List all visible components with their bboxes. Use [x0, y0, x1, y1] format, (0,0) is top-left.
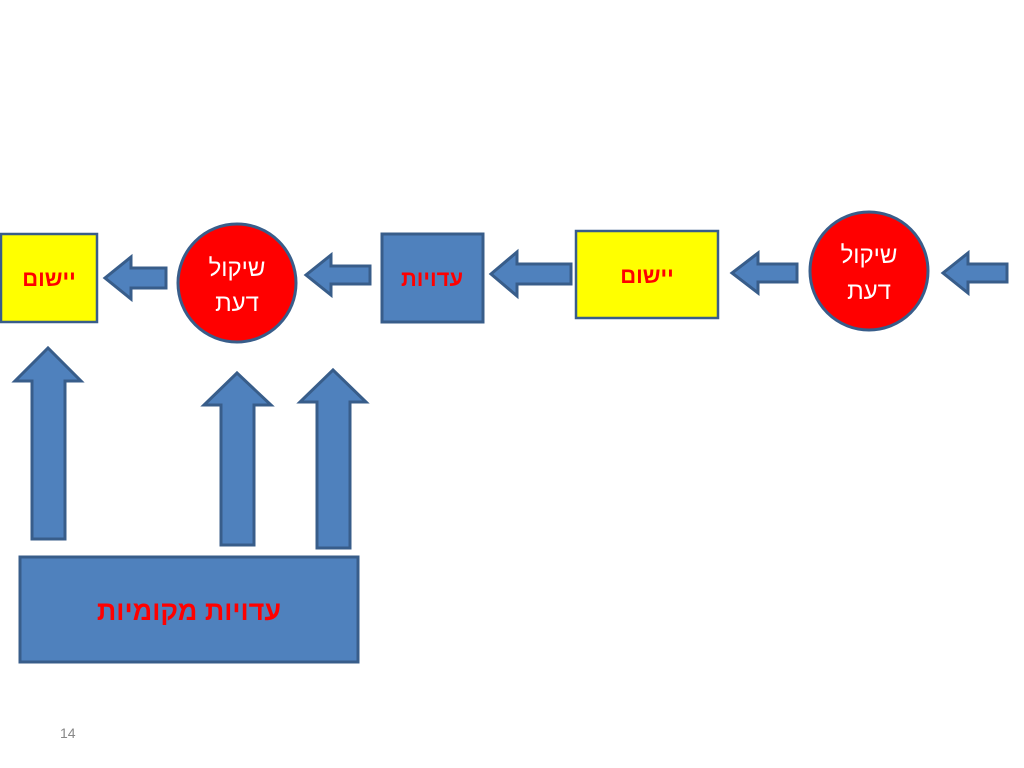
application-box-left [0, 232, 99, 324]
judgment-right-line1: שיקול [841, 242, 898, 269]
judgment-left-line1: שיקול [209, 255, 266, 282]
application-right-label: יישום [620, 263, 673, 288]
judgment-right-line2: דעת [847, 278, 891, 305]
arrow-left-5 [102, 253, 168, 303]
local-testimonies-box [18, 555, 360, 664]
judgment-circle-left [176, 222, 298, 344]
testimonies-box [380, 232, 485, 324]
application-box-right [574, 229, 720, 320]
arrow-left-3 [488, 248, 573, 300]
arrow-up-3 [296, 367, 370, 550]
arrow-left-2 [729, 249, 799, 297]
arrow-left-4 [303, 251, 372, 299]
testimonies-label: עדויות [401, 266, 463, 291]
arrow-left-1 [940, 249, 1009, 297]
application-left-label: יישום [22, 266, 75, 291]
local-testimonies-label: עדויות מקומיות [97, 596, 281, 626]
slide-number: 14 [60, 725, 76, 741]
arrow-up-2 [200, 370, 275, 547]
judgment-left-line2: דעת [215, 290, 259, 317]
judgment-circle-right [808, 210, 930, 332]
arrow-up-1 [11, 345, 85, 541]
